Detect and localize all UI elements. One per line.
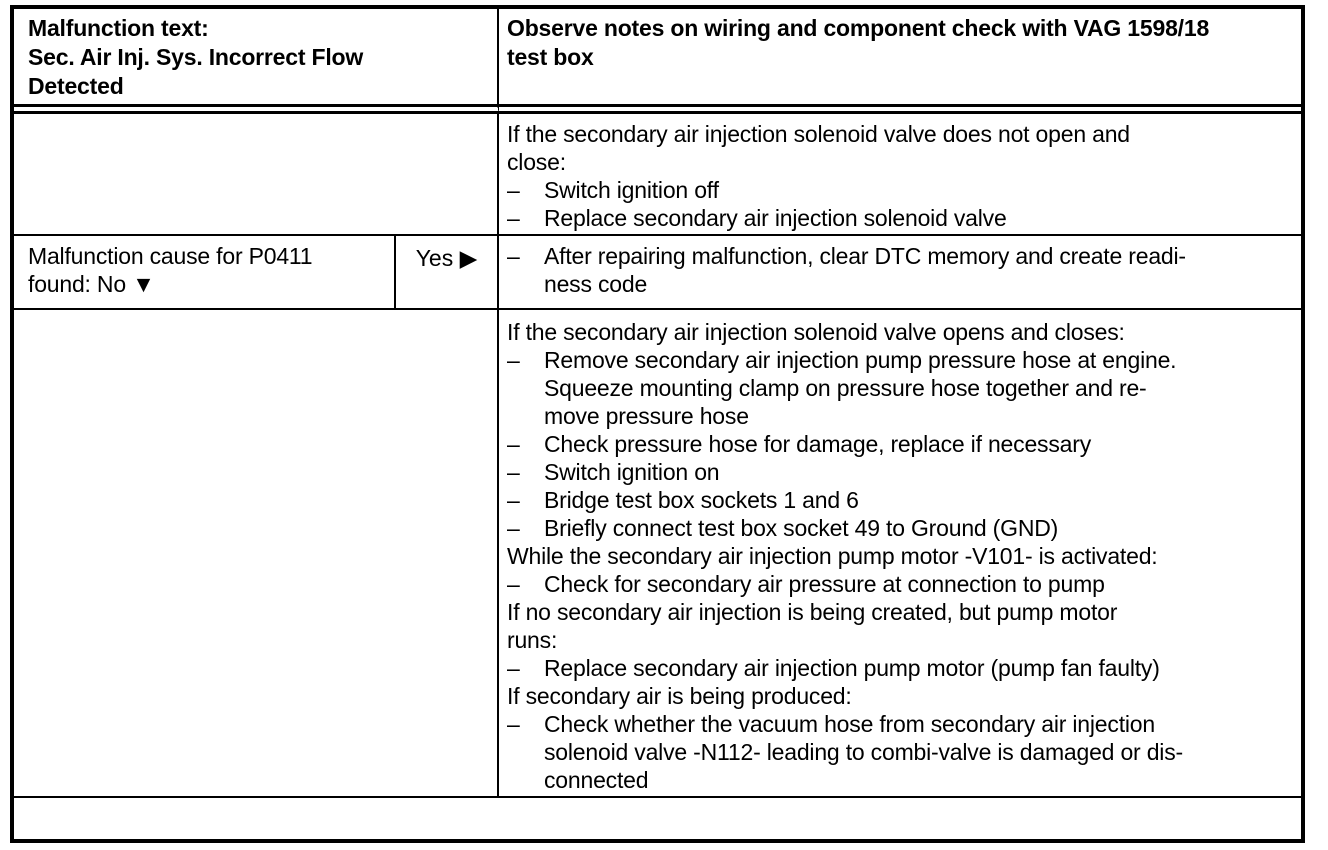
text-line: solenoid valve -N112- leading to combi-v… <box>544 739 1183 765</box>
text-line: connected <box>544 767 649 793</box>
line-text: Replace secondary air injection pump mot… <box>544 655 1160 681</box>
observe-notes-header-cell: Observe notes on wiring and component ch… <box>499 9 1301 114</box>
text-line: If secondary air is being produced: <box>507 683 852 709</box>
malfunction-text-header-cell: Malfunction text: Sec. Air Inj. Sys. Inco… <box>14 9 499 114</box>
dash-bullet: – <box>507 487 520 513</box>
text-line: ness code <box>544 271 648 297</box>
dash-bullet: – <box>507 655 520 681</box>
text-line: test box <box>507 44 594 70</box>
dash-bullet: – <box>507 515 520 541</box>
dash-bullet: – <box>507 205 520 231</box>
dash-list-line: –Switch ignition on <box>507 458 1297 486</box>
dash-list-line: –Bridge test box sockets 1 and 6 <box>507 486 1297 514</box>
yes-branch-cell: Yes ▶ <box>396 236 499 310</box>
text-line: Malfunction text: <box>28 15 209 41</box>
dash-bullet: – <box>507 177 520 203</box>
text-line: found: No ▼ <box>28 271 155 297</box>
dash-list-line: –Switch ignition off <box>507 176 1297 204</box>
text-line: While the secondary air injection pump m… <box>507 543 1158 569</box>
diagnostic-procedure-table: Malfunction text: Sec. Air Inj. Sys. Inco… <box>10 5 1305 843</box>
text-line: If no secondary air injection is being c… <box>507 599 1118 625</box>
dash-list-line: –Check pressure hose for damage, replace… <box>507 430 1297 458</box>
line-text: Check whether the vacuum hose from secon… <box>544 711 1155 737</box>
dash-bullet: – <box>507 711 520 737</box>
dash-list-line: –Replace secondary air injection solenoi… <box>507 204 1297 232</box>
valve-opening-instructions-cell: If the secondary air injection solenoid … <box>499 310 1301 798</box>
dash-list-line: –Replace secondary air injection pump mo… <box>507 654 1297 682</box>
line-text: After repairing malfunction, clear DTC m… <box>544 243 1186 269</box>
text-line: close: <box>507 149 566 175</box>
text-line: runs: <box>507 627 558 653</box>
dash-bullet: – <box>507 243 520 269</box>
clear-dtc-memory-cell: –After repairing malfunction, clear DTC … <box>499 236 1301 310</box>
dash-bullet: – <box>507 459 520 485</box>
line-text: Check pressure hose for damage, replace … <box>544 431 1091 457</box>
empty-footer-row <box>14 798 1301 839</box>
line-text: Remove secondary air injection pump pres… <box>544 347 1177 373</box>
dash-list-line: –Remove secondary air injection pump pre… <box>507 346 1297 374</box>
text-line: If the secondary air injection solenoid … <box>507 121 1130 147</box>
dash-bullet: – <box>507 571 520 597</box>
text-line: If the secondary air injection solenoid … <box>507 319 1125 345</box>
text-line: Detected <box>28 73 124 99</box>
text-line: Squeeze mounting clamp on pressure hose … <box>544 375 1147 401</box>
dash-bullet: – <box>507 431 520 457</box>
line-text: Check for secondary air pressure at conn… <box>544 571 1105 597</box>
empty-left-cell-row4 <box>14 310 499 798</box>
dash-bullet: – <box>507 347 520 373</box>
dash-list-line: –Check whether the vacuum hose from seco… <box>507 710 1297 738</box>
dash-list-line: –Briefly connect test box socket 49 to G… <box>507 514 1297 542</box>
empty-left-cell-row2 <box>14 114 499 236</box>
text-line: Sec. Air Inj. Sys. Incorrect Flow <box>28 44 364 70</box>
dash-list-line: –After repairing malfunction, clear DTC … <box>507 242 1297 270</box>
text-line: Observe notes on wiring and component ch… <box>507 15 1210 41</box>
line-text: Switch ignition off <box>544 177 719 203</box>
line-text: Bridge test box sockets 1 and 6 <box>544 487 859 513</box>
valve-not-opening-instructions-cell: If the secondary air injection solenoid … <box>499 114 1301 236</box>
line-text: Switch ignition on <box>544 459 720 485</box>
line-text: Briefly connect test box socket 49 to Gr… <box>544 515 1059 541</box>
line-text: Replace secondary air injection solenoid… <box>544 205 1007 231</box>
dash-list-line: –Check for secondary air pressure at con… <box>507 570 1297 598</box>
text-line: move pressure hose <box>544 403 749 429</box>
text-line: Malfunction cause for P0411 <box>28 243 313 269</box>
